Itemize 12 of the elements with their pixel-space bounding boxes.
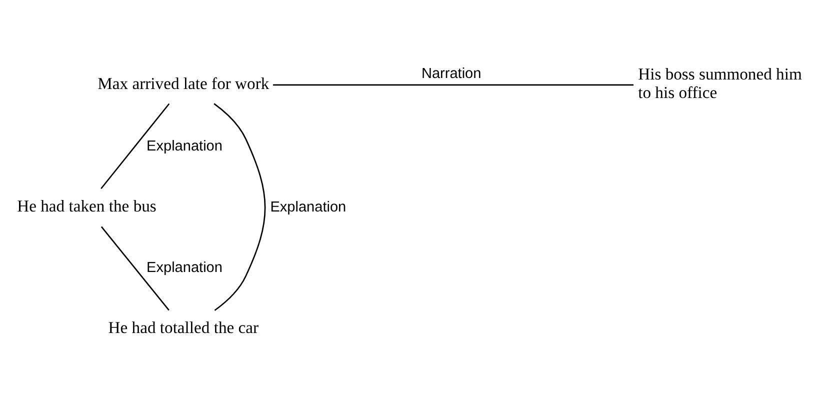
edge-label: Explanation <box>270 198 346 215</box>
connector <box>272 84 634 86</box>
connector <box>100 102 170 189</box>
node-text: He had taken the bus <box>16 196 156 215</box>
connector <box>100 226 169 310</box>
node-text: His boss summoned him to his office <box>638 64 802 102</box>
node-text: Max arrived late for work <box>97 73 269 92</box>
node-text: He had totalled the car <box>108 318 258 337</box>
edge-label: Narration <box>420 65 481 82</box>
edge-label: Explanation <box>146 138 222 154</box>
connector <box>213 102 266 310</box>
edge-label: Explanation <box>146 260 222 276</box>
